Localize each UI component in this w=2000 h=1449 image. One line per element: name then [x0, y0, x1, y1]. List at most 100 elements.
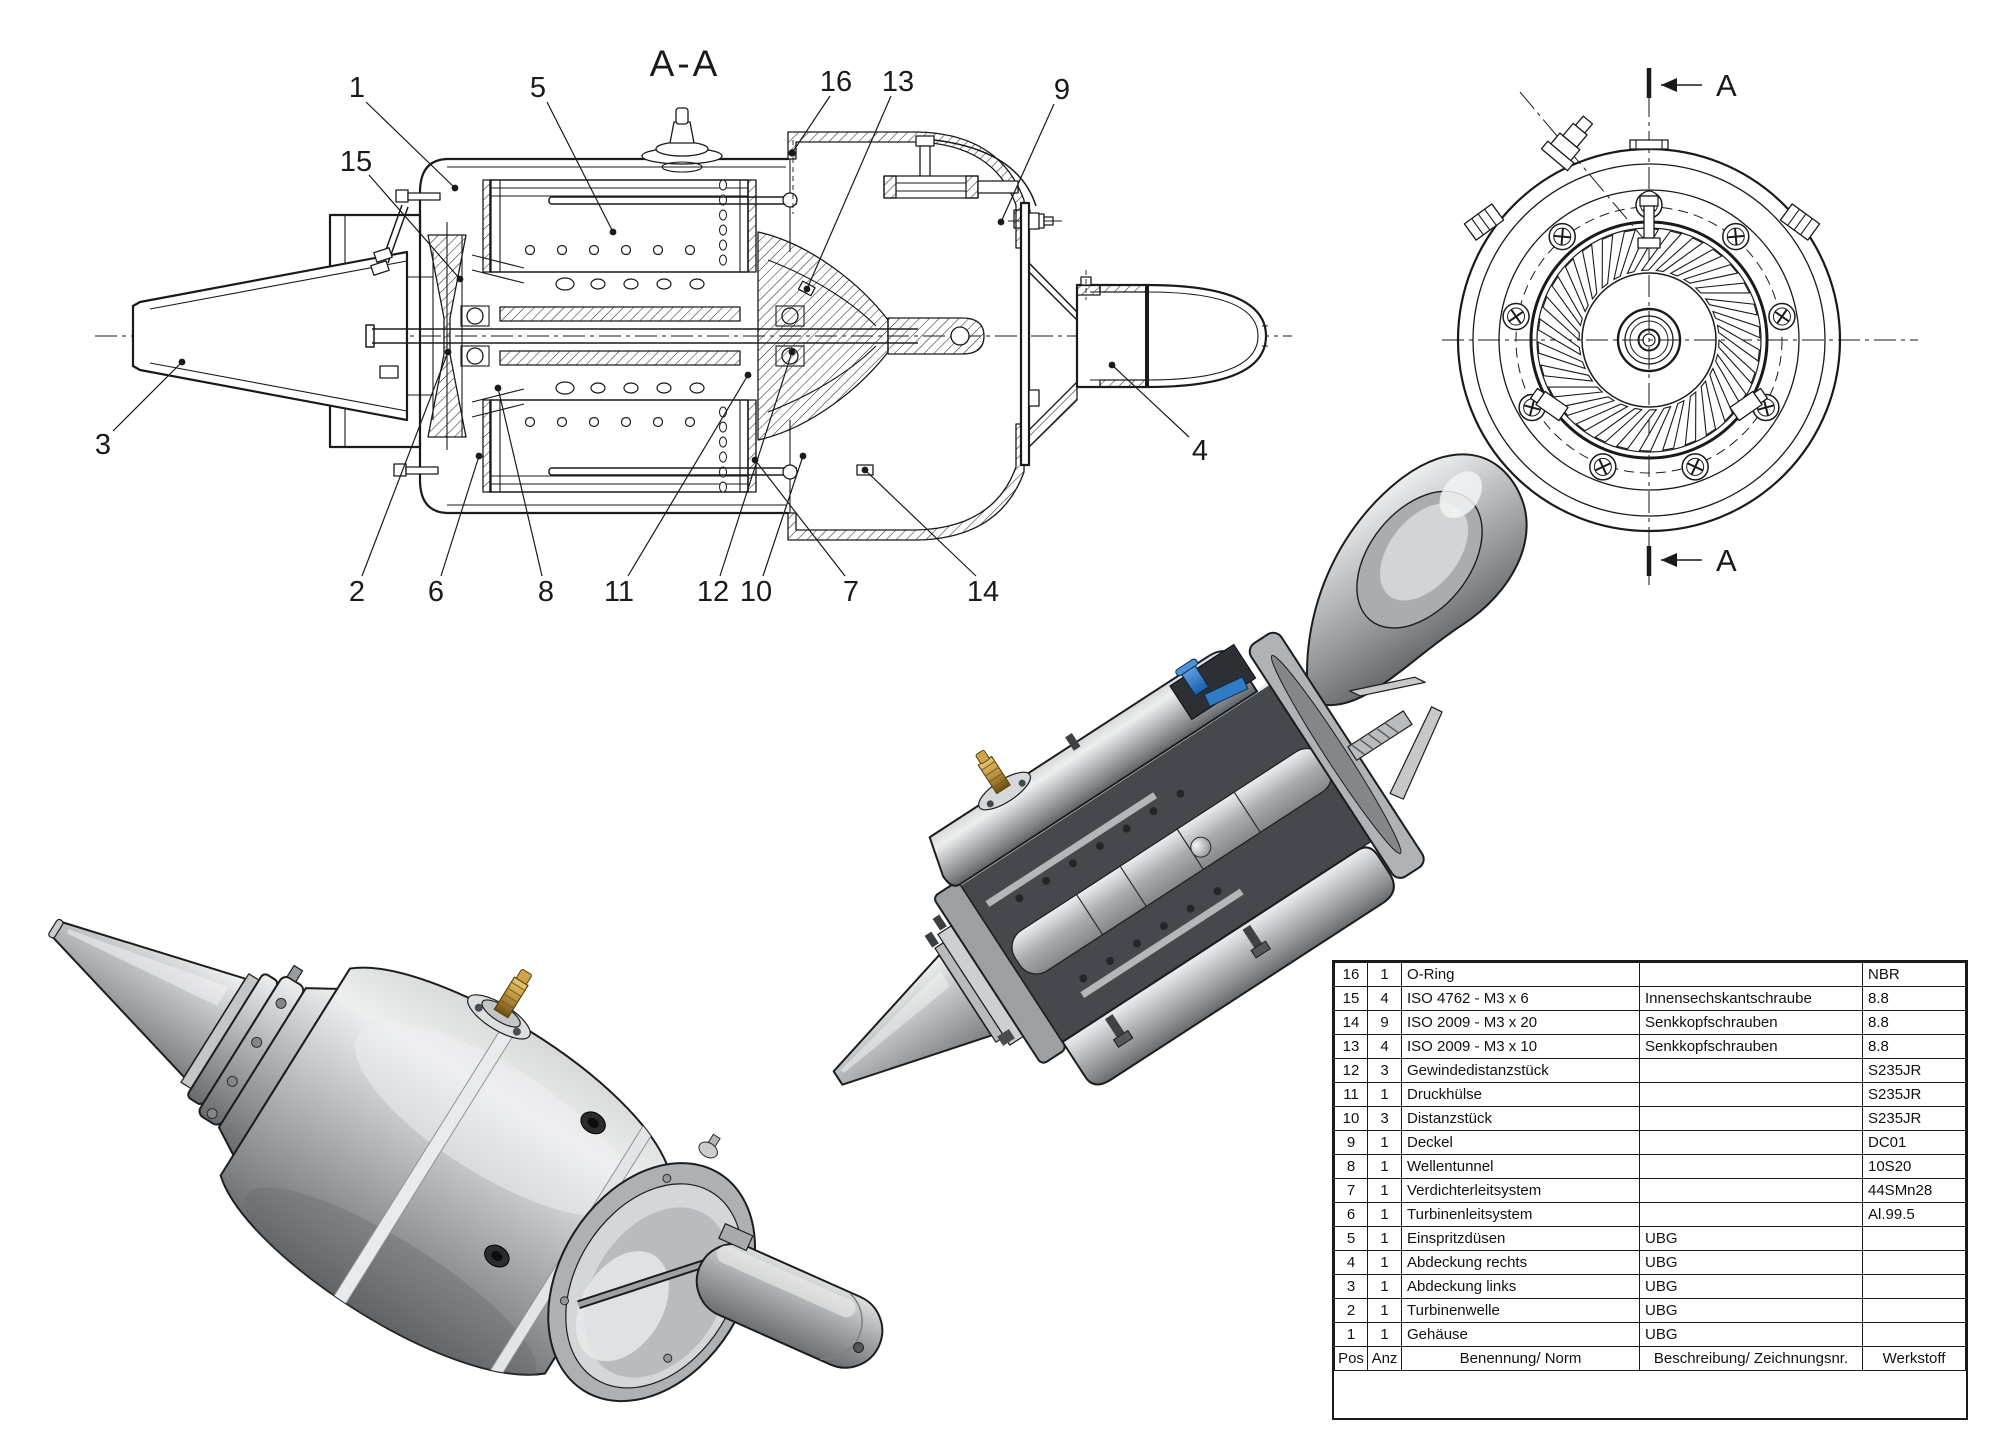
callout-number: 2 [349, 576, 365, 608]
callout-number: 8 [538, 576, 554, 608]
bom-cell-werkstoff [1862, 1274, 1966, 1299]
callout-number: 6 [428, 576, 444, 608]
bom-cell-anz: 1 [1367, 962, 1402, 987]
bom-cell-pos: 5 [1334, 1226, 1368, 1251]
bom-cell-benennung: Abdeckung rechts [1401, 1250, 1640, 1275]
render-cutaway-engine [832, 453, 1528, 1086]
section-marker-label: A [1716, 68, 1737, 103]
bom-cell-benennung: Einspritzdüsen [1401, 1226, 1640, 1251]
callout-number: 12 [697, 576, 729, 608]
bom-cell-anz: 1 [1367, 1298, 1402, 1323]
bom-cell-anz: 1 [1367, 1274, 1402, 1299]
bom-cell-pos: 9 [1334, 1130, 1368, 1155]
bom-cell-beschreibung [1639, 962, 1863, 987]
callout-number: 5 [530, 72, 546, 104]
bom-cell-benennung: Turbinenleitsystem [1401, 1202, 1640, 1227]
render-assembled-engine [48, 918, 884, 1408]
bom-cell-benennung: ISO 2009 - M3 x 20 [1401, 1010, 1640, 1035]
callout-dot [475, 452, 483, 460]
bom-cell-pos: 13 [1334, 1034, 1368, 1059]
bom-cell-anz: 1 [1367, 1082, 1402, 1107]
callout-leader [864, 469, 977, 577]
bom-cell-anz: 3 [1367, 1106, 1402, 1131]
bom-cell-benennung: Verdichterleitsystem [1401, 1178, 1640, 1203]
callout-number: 9 [1054, 74, 1070, 106]
bom-cell-werkstoff: NBR [1862, 962, 1966, 987]
bom-header-pos: Pos [1334, 1346, 1368, 1371]
callout-dot [456, 275, 464, 283]
bom-cell-werkstoff: 8.8 [1862, 986, 1966, 1011]
callout-number: 7 [843, 576, 859, 608]
bom-cell-pos: 4 [1334, 1250, 1368, 1275]
bom-cell-pos: 14 [1334, 1010, 1368, 1035]
callout-leader [1000, 103, 1055, 223]
section-marker-label: A [1716, 543, 1737, 578]
bom-cell-beschreibung [1639, 1178, 1863, 1203]
callout-dot [451, 184, 459, 192]
callout-dot [788, 348, 796, 356]
bom-cell-pos: 10 [1334, 1106, 1368, 1131]
bom-cell-benennung: ISO 2009 - M3 x 10 [1401, 1034, 1640, 1059]
bom-cell-beschreibung: Senkkopfschrauben [1639, 1010, 1863, 1035]
bom-cell-anz: 1 [1367, 1250, 1402, 1275]
callout-dot [178, 358, 186, 366]
bom-cell-benennung: Druckhülse [1401, 1082, 1640, 1107]
bom-cell-benennung: Distanzstück [1401, 1106, 1640, 1131]
bom-cell-werkstoff: 10S20 [1862, 1154, 1966, 1179]
bom-cell-benennung: ISO 4762 - M3 x 6 [1401, 986, 1640, 1011]
bom-cell-werkstoff [1862, 1298, 1966, 1323]
callout-dot [751, 456, 759, 464]
bom-cell-beschreibung: UBG [1639, 1298, 1863, 1323]
bom-cell-pos: 11 [1334, 1082, 1368, 1107]
bom-cell-benennung: Gehäuse [1401, 1322, 1640, 1347]
bom-cell-anz: 4 [1367, 986, 1402, 1011]
section-title: A-A [650, 43, 721, 84]
bom-cell-pos: 8 [1334, 1154, 1368, 1179]
bom-cell-anz: 1 [1367, 1178, 1402, 1203]
callout-leader [365, 101, 456, 189]
callout-leader [546, 101, 614, 233]
callout-dot [997, 218, 1005, 226]
callout-leader [1111, 364, 1190, 438]
bom-cell-anz: 1 [1367, 1226, 1402, 1251]
bom-cell-pos: 2 [1334, 1298, 1368, 1323]
bom-cell-pos: 3 [1334, 1274, 1368, 1299]
section-plane-marker-top: A [1646, 68, 1737, 103]
callout-leader [368, 174, 461, 280]
section-plane-marker-bottom: A [1646, 543, 1737, 578]
bom-cell-benennung: Turbinenwelle [1401, 1298, 1640, 1323]
callout-leader [627, 374, 749, 577]
bom-cell-anz: 4 [1367, 1034, 1402, 1059]
callout-leader [112, 361, 183, 432]
bom-cell-werkstoff: 44SMn28 [1862, 1178, 1966, 1203]
bom-cell-pos: 1 [1334, 1322, 1368, 1347]
bom-cell-beschreibung [1639, 1082, 1863, 1107]
bom-cell-beschreibung: UBG [1639, 1226, 1863, 1251]
callout-dot [1108, 361, 1116, 369]
front-view: A A [1442, 68, 1918, 585]
bom-cell-pos: 7 [1334, 1178, 1368, 1203]
callout-number: 16 [820, 66, 852, 98]
callout-number: 3 [95, 429, 111, 461]
callout-leader [440, 455, 480, 577]
bom-cell-werkstoff: 8.8 [1862, 1010, 1966, 1035]
callout-dot [803, 285, 811, 293]
callout-number: 1 [349, 72, 365, 104]
section-view-a-a: A-A [95, 43, 1292, 541]
callout-dot [494, 384, 502, 392]
bom-cell-benennung: O-Ring [1401, 962, 1640, 987]
bom-cell-werkstoff [1862, 1322, 1966, 1347]
bom-cell-beschreibung [1639, 1130, 1863, 1155]
bom-cell-benennung: Wellentunnel [1401, 1154, 1640, 1179]
bom-header-werkstoff: Werkstoff [1862, 1346, 1966, 1371]
callout-dot [609, 228, 617, 236]
